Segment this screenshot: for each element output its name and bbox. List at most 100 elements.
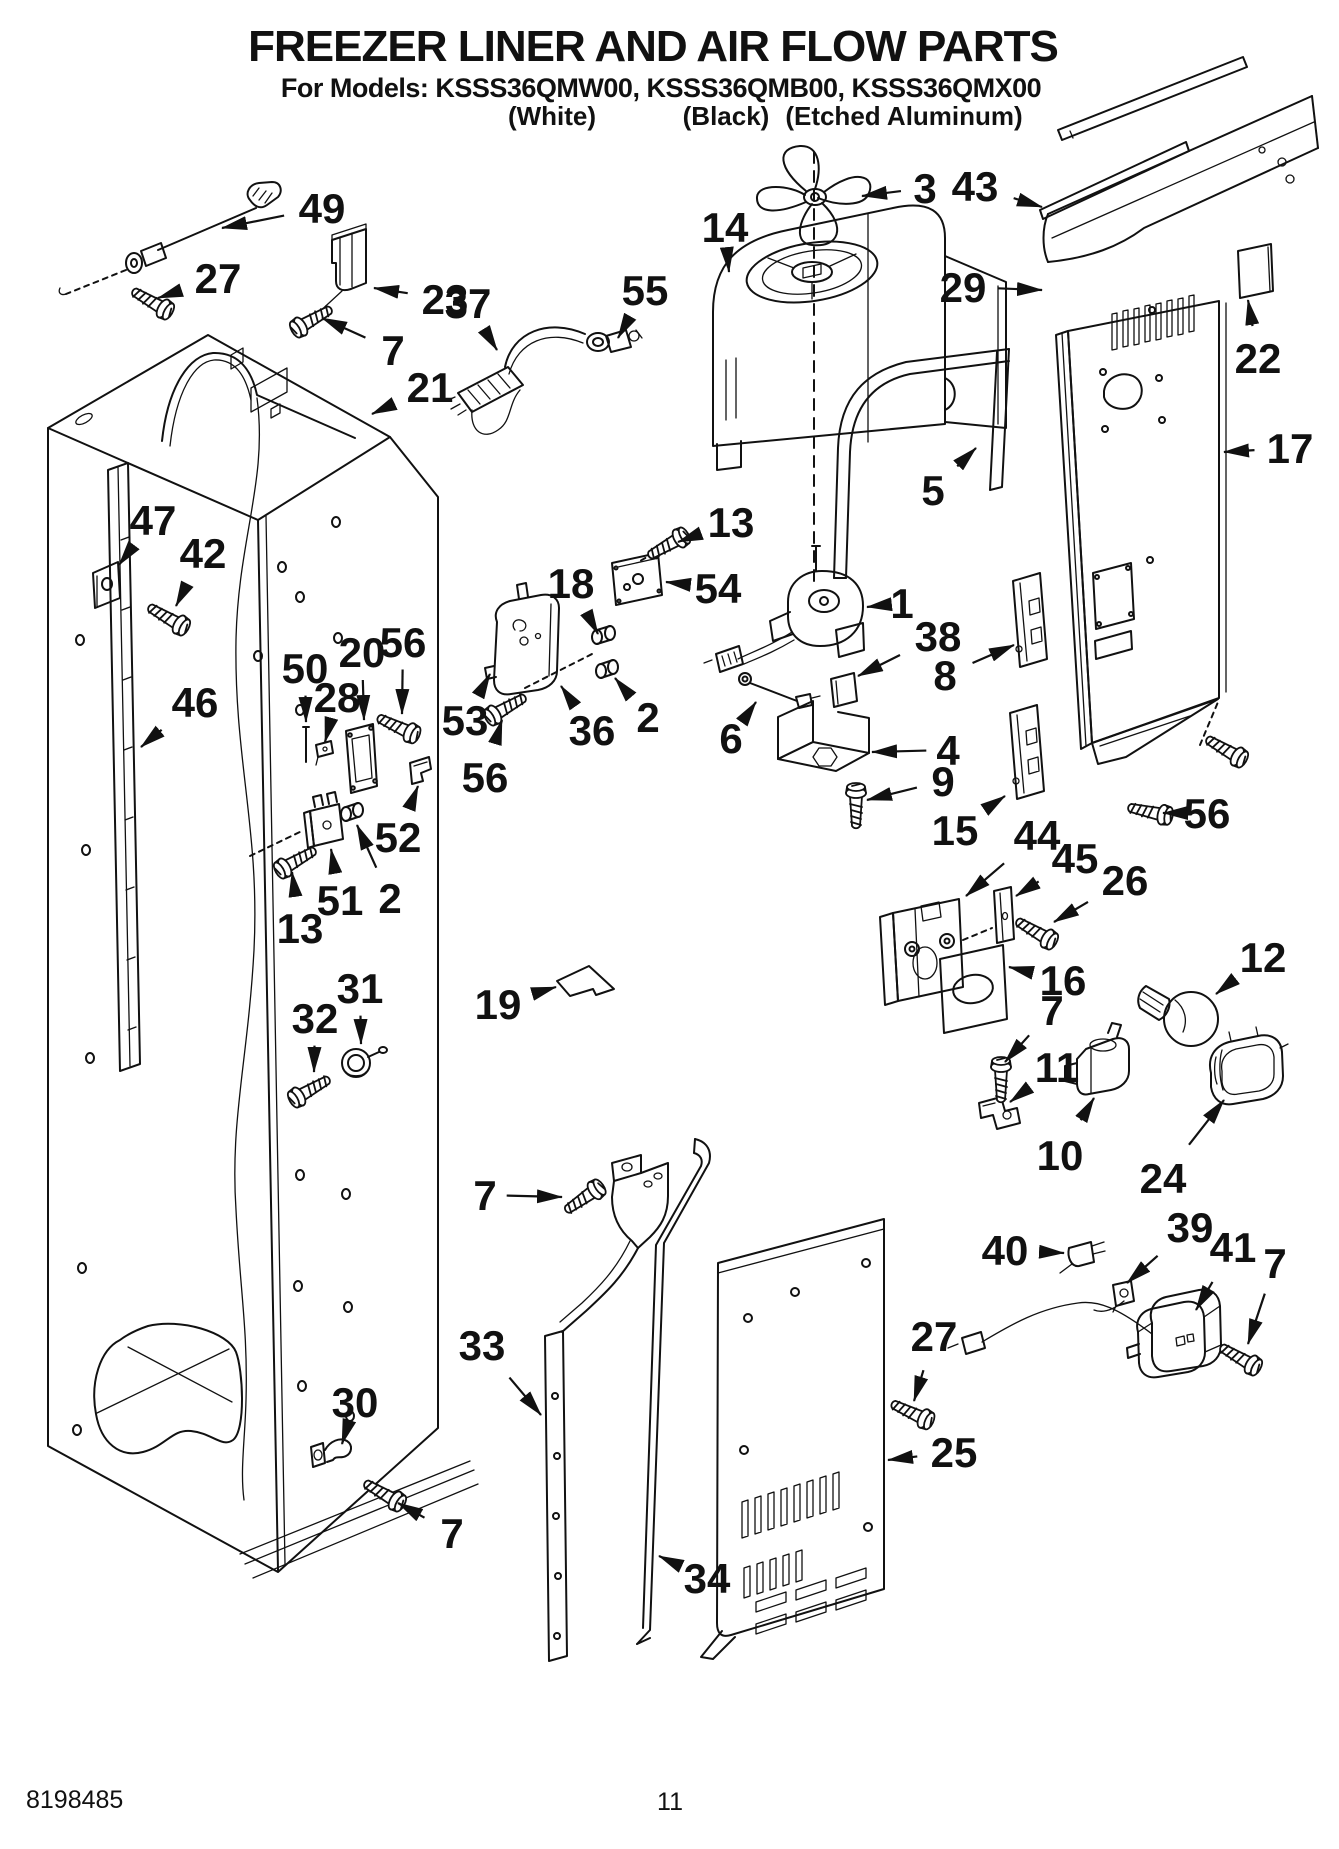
callout-25-58: 25 — [887, 1429, 977, 1476]
screw-icon-7 — [284, 1069, 336, 1112]
part-39-40-41-thermostat-assembly — [947, 1241, 1222, 1379]
callout-number: 2 — [378, 875, 401, 922]
callout-arrow — [353, 1015, 368, 1045]
callout-arrow — [328, 848, 343, 875]
callout-26-38: 26 — [1053, 857, 1149, 923]
callout-number: 3 — [913, 165, 936, 212]
part-51-plate — [249, 791, 344, 857]
callout-arrow — [1188, 1099, 1225, 1146]
callout-arrow — [1075, 1097, 1095, 1124]
callout-number: 24 — [1140, 1155, 1187, 1202]
screw-icon-8 — [1010, 911, 1062, 954]
part-50-pin — [302, 726, 310, 763]
callout-arrow — [912, 1369, 929, 1402]
part-44-16-45-evap-cover — [879, 886, 1015, 1034]
part-1-evaporator-fan-motor — [703, 545, 865, 673]
callout-33-56: 33 — [459, 1322, 542, 1416]
callout-number: 46 — [172, 679, 219, 726]
part-49-wire-harness — [58, 181, 282, 296]
callout-number: 30 — [332, 1379, 379, 1426]
callout-number: 13 — [277, 905, 324, 952]
callout-50-23: 50 — [282, 645, 328, 723]
callout-arrow — [887, 1450, 918, 1464]
callout-27-1: 27 — [157, 255, 241, 302]
callout-number: 10 — [1037, 1132, 1084, 1179]
callout-22-11: 22 — [1235, 299, 1282, 382]
callout-23-2: 23 — [373, 276, 468, 323]
callout-47-20: 47 — [118, 497, 177, 566]
callout-number: 16 — [1040, 957, 1087, 1004]
callout-number: 15 — [932, 807, 979, 854]
callout-29-10: 29 — [940, 264, 1043, 311]
callout-number: 39 — [1167, 1204, 1214, 1251]
part-5-air-duct-trim — [833, 348, 1010, 579]
callout-number: 47 — [130, 497, 177, 544]
callout-7-41: 7 — [1004, 987, 1064, 1063]
callout-13-51: 13 — [277, 871, 324, 952]
callout-number: 22 — [1235, 335, 1282, 382]
finish-label-white: (White) — [507, 101, 597, 131]
finish-label-etched: (Etched Aluminum) — [785, 101, 1023, 131]
callout-number: 7 — [381, 327, 404, 374]
part-28-clip — [315, 740, 334, 766]
callout-13-14: 13 — [677, 499, 754, 546]
callout-arrow — [323, 716, 339, 743]
callout-32-47: 32 — [292, 995, 338, 1073]
callout-20-24: 20 — [339, 629, 385, 721]
part-47-clip — [92, 561, 121, 609]
callout-42-21: 42 — [175, 530, 226, 607]
construction-lines — [524, 151, 815, 689]
callout-number: 11 — [1035, 1044, 1079, 1091]
callout-40-52: 40 — [982, 1227, 1065, 1274]
callout-16-39: 16 — [1008, 957, 1087, 1004]
callout-arrow — [140, 725, 165, 748]
callout-30-59: 30 — [332, 1379, 379, 1445]
callout-14-7: 14 — [702, 204, 749, 273]
callout-38-18: 38 — [857, 613, 961, 677]
part-31-grommet — [341, 1046, 388, 1078]
callout-arrow — [1008, 965, 1035, 980]
callout-arrow — [157, 283, 184, 300]
callout-43-9: 43 — [952, 163, 1043, 210]
part-2-bushing-a — [595, 659, 619, 679]
callout-56-35: 56 — [1162, 790, 1230, 837]
part-19-strip — [556, 965, 615, 997]
callout-arrow — [508, 1376, 542, 1416]
callout-arrow — [402, 785, 420, 812]
callout-arrow — [866, 597, 893, 612]
callout-number: 55 — [622, 267, 669, 314]
callout-arrow — [735, 701, 757, 727]
callout-arrow — [997, 282, 1043, 297]
document-number: 8198485 — [26, 1786, 124, 1814]
callout-34-62: 34 — [658, 1555, 731, 1602]
callout-28-26: 28 — [314, 674, 360, 743]
callout-arrow — [221, 214, 285, 230]
callout-arrow — [861, 185, 902, 200]
callout-55-5: 55 — [617, 267, 669, 339]
callout-number: 36 — [569, 707, 616, 754]
callout-arrow — [530, 985, 557, 1001]
callout-arrow — [477, 325, 498, 351]
callout-arrow — [871, 744, 927, 759]
callout-number: 1 — [890, 580, 913, 627]
callout-number: 37 — [445, 280, 492, 327]
callout-7-60: 7 — [397, 1502, 464, 1557]
callout-number: 27 — [911, 1313, 958, 1360]
screw-icon-6 — [270, 840, 322, 883]
part-38-pad — [830, 672, 858, 708]
callout-arrow — [1013, 192, 1043, 209]
callout-arrow — [371, 397, 398, 415]
callout-number: 51 — [317, 877, 364, 924]
callout-27-57: 27 — [911, 1313, 958, 1402]
callout-8-19: 8 — [933, 643, 1015, 699]
callout-15-34: 15 — [932, 795, 1006, 854]
callout-arrow — [288, 871, 303, 898]
callout-37-6: 37 — [445, 280, 498, 351]
part-drawings-layer — [47, 56, 1319, 1662]
callout-6-31: 6 — [719, 701, 757, 762]
callout-arrow — [972, 643, 1015, 665]
callout-number: 4 — [936, 727, 960, 774]
callout-number: 7 — [1263, 1240, 1286, 1287]
callout-number: 26 — [1102, 857, 1149, 904]
page-title: FREEZER LINER AND AIR FLOW PARTS — [248, 22, 1059, 71]
